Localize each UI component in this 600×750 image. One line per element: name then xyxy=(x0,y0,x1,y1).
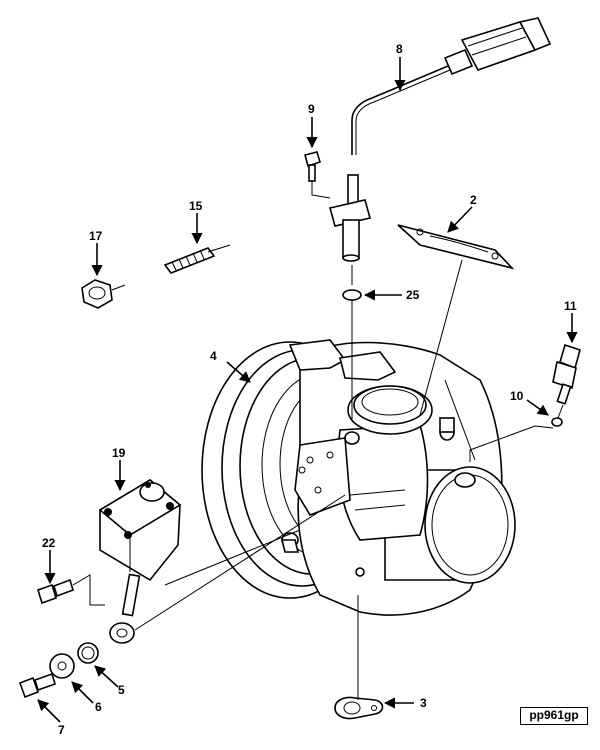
callout-15: 15 xyxy=(189,199,203,213)
turbocharger-assembly xyxy=(201,339,516,616)
o-ring-25 xyxy=(342,289,362,301)
figure-id-label: pp961gp xyxy=(520,707,588,725)
callout-3: 3 xyxy=(420,696,427,710)
gasket-2 xyxy=(397,224,515,270)
bolt-9 xyxy=(304,151,321,182)
callout-6: 6 xyxy=(95,700,102,714)
nut-17 xyxy=(81,279,113,309)
seal-10 xyxy=(551,417,563,427)
callout-17: 17 xyxy=(89,229,103,243)
washer-6 xyxy=(49,653,75,679)
callout-9: 9 xyxy=(308,102,315,116)
callout-4: 4 xyxy=(210,349,217,363)
seal-ring-5 xyxy=(77,642,99,664)
washer-6-hole xyxy=(57,661,67,671)
callout-22: 22 xyxy=(42,536,56,550)
sensor-harness xyxy=(329,17,552,262)
actuator-19 xyxy=(98,479,182,644)
sensor-11 xyxy=(552,343,581,405)
callout-25: 25 xyxy=(406,288,420,302)
gasket-3 xyxy=(334,696,384,720)
bolt-7 xyxy=(18,672,56,699)
callout-leaders xyxy=(37,57,578,723)
assembly-lines xyxy=(72,180,564,700)
callout-5: 5 xyxy=(118,683,125,697)
callout-8: 8 xyxy=(396,42,403,56)
callout-19: 19 xyxy=(112,446,126,460)
bolt-22 xyxy=(37,578,74,605)
callout-10: 10 xyxy=(510,389,524,403)
stud-15 xyxy=(163,247,216,274)
seal-ring-5-inner xyxy=(81,646,95,660)
callout-11: 11 xyxy=(564,299,577,313)
callout-2: 2 xyxy=(470,193,477,207)
callout-labels: 8 9 15 17 2 25 4 11 10 19 22 5 6 7 3 xyxy=(42,42,577,737)
callout-7: 7 xyxy=(58,723,65,737)
